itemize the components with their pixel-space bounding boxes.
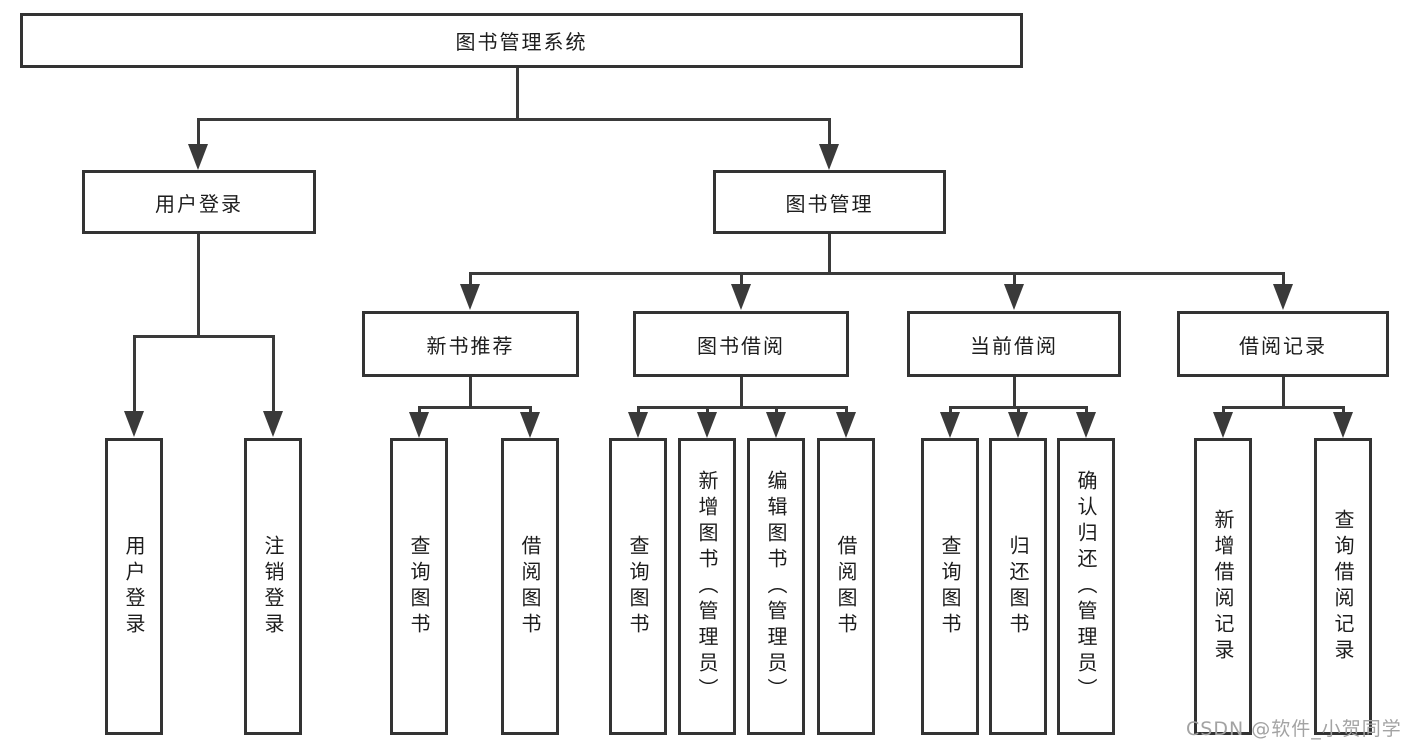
connector-to-leaf-confirm-return [1085,406,1088,416]
leaf-user-login-label: 用户登录 [122,534,146,639]
leaf-add-book-admin: 新增图书（管理员） [678,438,736,735]
arrowhead-user-login [188,144,208,170]
connector-to-new-book-recommend [469,272,472,286]
arrowhead-new-book-recommend [460,284,480,310]
connector-book-borrowing-stem [740,377,743,408]
leaf-add-borrow-record-label: 新增借阅记录 [1211,508,1235,665]
arrowhead-leaf-borrow-book [836,412,856,438]
connector-user-login-stem [197,234,200,337]
arrowhead-leaf-borrow-book-recommend [520,412,540,438]
node-book-borrowing: 图书借阅 [633,311,849,377]
node-borrowing-records: 借阅记录 [1177,311,1389,377]
leaf-logout-label: 注销登录 [261,534,285,639]
node-book-management: 图书管理 [713,170,946,234]
connector-to-leaf-edit-book-admin [775,406,778,416]
arrowhead-leaf-add-borrow-record [1213,412,1233,438]
leaf-query-borrow-record: 查询借阅记录 [1314,438,1372,735]
connector-to-leaf-return-book [1017,406,1020,416]
arrowhead-book-management [819,144,839,170]
node-library-management-system: 图书管理系统 [20,13,1023,68]
node-user-login: 用户登录 [82,170,316,234]
leaf-query-book-current: 查询图书 [921,438,979,735]
arrowhead-book-borrowing [731,284,751,310]
arrowhead-leaf-add-book-admin [697,412,717,438]
leaf-borrow-book-recommend: 借阅图书 [501,438,559,735]
connector-to-book-borrowing [740,272,743,286]
connector-to-leaf-borrow-book [845,406,848,416]
connector-to-leaf-add-book-admin [706,406,709,416]
connector-new-book-recommend-stem [469,377,472,408]
leaf-query-book-borrowing: 查询图书 [609,438,667,735]
leaf-return-book-label: 归还图书 [1006,534,1030,639]
connector-to-leaf-query-borrow-record [1342,406,1345,416]
connector-new-book-recommend-rail [418,406,532,409]
connector-book-management-stem [828,234,831,274]
connector-to-leaf-query-book-borrowing [637,406,640,416]
arrowhead-leaf-confirm-return [1076,412,1096,438]
leaf-edit-book-admin: 编辑图书（管理员） [747,438,805,735]
connector-to-leaf-query-book-recommend [418,406,421,416]
node-new-book-recommend: 新书推荐 [362,311,579,377]
connector-to-current-borrowing [1013,272,1016,286]
arrowhead-leaf-edit-book-admin [766,412,786,438]
leaf-query-book-current-label: 查询图书 [938,534,962,639]
leaf-add-borrow-record: 新增借阅记录 [1194,438,1252,735]
leaf-add-book-admin-label: 新增图书（管理员） [695,469,719,704]
leaf-return-book: 归还图书 [989,438,1047,735]
leaf-logout: 注销登录 [244,438,302,735]
connector-current-borrowing-stem [1013,377,1016,408]
arrowhead-leaf-user-login [124,411,144,437]
connector-root-to-user-login [197,118,200,146]
arrowhead-current-borrowing [1004,284,1024,310]
leaf-query-borrow-record-label: 查询借阅记录 [1331,508,1355,665]
connector-root-stem [516,68,519,118]
arrowhead-leaf-query-borrow-record [1333,412,1353,438]
leaf-borrow-book-label: 借阅图书 [834,534,858,639]
arrowhead-leaf-return-book [1008,412,1028,438]
leaf-query-book-borrowing-label: 查询图书 [626,534,650,639]
connector-root-rail [197,118,831,121]
connector-book-management-rail [469,272,1285,275]
csdn-watermark: CSDN @软件_小贺同学 [1186,718,1402,740]
connector-root-to-book-management [828,118,831,146]
connector-borrowing-records-rail [1222,406,1345,409]
connector-to-leaf-logout [272,335,275,413]
connector-to-leaf-query-book-current [949,406,952,416]
arrowhead-leaf-query-book-recommend [409,412,429,438]
arrowhead-borrowing-records [1273,284,1293,310]
connector-borrowing-records-stem [1282,377,1285,408]
leaf-query-book-recommend: 查询图书 [390,438,448,735]
arrowhead-leaf-query-book-borrowing [628,412,648,438]
connector-to-borrowing-records [1282,272,1285,286]
leaf-borrow-book-recommend-label: 借阅图书 [518,534,542,639]
leaf-confirm-return-admin: 确认归还（管理员） [1057,438,1115,735]
leaf-query-book-recommend-label: 查询图书 [407,534,431,639]
leaf-confirm-return-admin-label: 确认归还（管理员） [1074,469,1098,704]
connector-book-borrowing-rail [637,406,848,409]
arrowhead-leaf-logout [263,411,283,437]
connector-user-login-rail [133,335,275,338]
leaf-user-login: 用户登录 [105,438,163,735]
node-current-borrowing: 当前借阅 [907,311,1121,377]
leaf-borrow-book: 借阅图书 [817,438,875,735]
connector-to-leaf-user-login [133,335,136,413]
connector-to-leaf-borrow-book-recommend [529,406,532,416]
connector-to-leaf-add-borrow-record [1222,406,1225,416]
arrowhead-leaf-query-book-current [940,412,960,438]
leaf-edit-book-admin-label: 编辑图书（管理员） [764,469,788,704]
